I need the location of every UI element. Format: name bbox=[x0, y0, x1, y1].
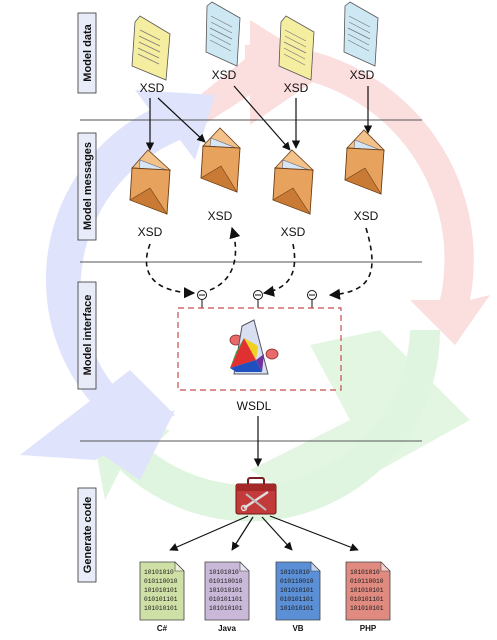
code-line: 101010101 bbox=[350, 605, 384, 612]
code-line: 101010101 bbox=[350, 587, 384, 594]
port-icon bbox=[253, 290, 263, 308]
xsd-label: XSD bbox=[212, 68, 237, 82]
code-line: 10101010 bbox=[144, 569, 174, 576]
xsd-label: XSD bbox=[281, 225, 306, 239]
code-line: 10101010 bbox=[280, 569, 310, 576]
code-line: 010110010 bbox=[350, 578, 384, 585]
arrow bbox=[231, 516, 254, 551]
message-envelope-1: XSD bbox=[129, 149, 172, 239]
generated-code-files: 10101010 010110010 101010101 010101101 10101… bbox=[139, 561, 391, 633]
code-line: 101010101 bbox=[144, 587, 178, 594]
envelope-icon bbox=[272, 149, 315, 215]
xsd-label: XSD bbox=[138, 225, 163, 239]
code-line: 101010101 bbox=[280, 587, 314, 594]
lane-separators bbox=[80, 119, 422, 442]
language-label: PHP bbox=[360, 624, 377, 633]
toolbox-to-file-arrows bbox=[169, 515, 359, 552]
language-label: C# bbox=[157, 624, 168, 633]
code-line: 10101010 bbox=[209, 569, 239, 576]
lane-label-text: Generate code bbox=[82, 497, 94, 573]
code-file-1: 10101010 010110010 101010101 010101101 10101… bbox=[139, 561, 185, 633]
wsdl-label: WSDL bbox=[237, 399, 272, 413]
envelope-icon bbox=[200, 127, 242, 193]
message-envelope-4: XSD bbox=[344, 129, 386, 223]
lane-label-text: Model interface bbox=[82, 295, 94, 376]
lane-label-generate-code: Generate code bbox=[77, 487, 97, 583]
xsd-document-3: XSD bbox=[278, 15, 315, 95]
lane-label-model-interface: Model interface bbox=[77, 281, 97, 390]
arrow bbox=[157, 97, 206, 143]
message-to-interface-arrows bbox=[145, 226, 373, 300]
code-line: 010101101 bbox=[280, 596, 314, 603]
arrow bbox=[262, 243, 296, 297]
xsd-document-4: XSD bbox=[343, 1, 379, 82]
language-label: Java bbox=[218, 624, 236, 633]
message-envelope-2: XSD bbox=[200, 127, 242, 223]
xsd-label: XSD bbox=[350, 68, 375, 82]
code-file-icon bbox=[345, 561, 391, 621]
xsd-label: XSD bbox=[208, 209, 233, 223]
envelope-icon bbox=[129, 149, 172, 215]
arrow bbox=[233, 85, 291, 151]
code-line: 101010101 bbox=[209, 587, 243, 594]
xsd-label: XSD bbox=[140, 81, 165, 95]
lane-label-model-messages: Model messages bbox=[77, 132, 97, 241]
interface-ports bbox=[197, 290, 317, 308]
code-line: 010101101 bbox=[209, 596, 243, 603]
document-icon bbox=[278, 15, 315, 81]
arrow bbox=[328, 227, 373, 300]
toolbox-icon bbox=[235, 477, 277, 515]
xsd-document-1: XSD bbox=[131, 15, 171, 95]
document-icon bbox=[343, 1, 379, 67]
arrow bbox=[209, 226, 241, 291]
lane-label-text: Model messages bbox=[82, 142, 94, 230]
code-file-2: 10101010 010110010 101010101 010101101 10101… bbox=[204, 561, 250, 633]
code-line: 010101101 bbox=[144, 596, 178, 603]
code-line: 010110010 bbox=[280, 578, 314, 585]
cycle-arrow-blue-tail bbox=[20, 370, 175, 460]
code-line: 101010101 bbox=[209, 605, 243, 612]
arrow bbox=[145, 243, 196, 299]
lane-label-model-data: Model data bbox=[77, 12, 97, 94]
document-icon bbox=[205, 1, 241, 67]
document-icon bbox=[131, 15, 171, 81]
code-line: 010110010 bbox=[209, 578, 243, 585]
data-to-message-arrows bbox=[145, 85, 373, 151]
code-file-icon bbox=[139, 561, 185, 621]
lane-label-text: Model data bbox=[82, 23, 94, 81]
port-icon bbox=[307, 290, 317, 308]
code-file-4: 10101010 010110010 101010101 010101101 10101… bbox=[345, 561, 391, 633]
code-file-3: 10101010 010110010 101010101 010101101 10101… bbox=[275, 561, 321, 633]
code-line: 010101101 bbox=[350, 596, 384, 603]
interface-boundary-box bbox=[177, 307, 342, 391]
xsd-label: XSD bbox=[354, 209, 379, 223]
background-cycle-arrows bbox=[20, 20, 490, 522]
wsdl-icon bbox=[229, 319, 279, 375]
envelope-icon bbox=[344, 129, 386, 195]
xsd-document-2: XSD bbox=[205, 1, 241, 82]
language-label: VB bbox=[292, 624, 303, 633]
port-icon bbox=[197, 290, 207, 308]
cycle-arrow-green-body bbox=[250, 330, 470, 500]
code-line: 010110010 bbox=[144, 578, 178, 585]
arrow bbox=[169, 515, 249, 551]
message-envelope-3: XSD bbox=[272, 149, 315, 239]
code-file-icon bbox=[204, 561, 250, 621]
xsd-label: XSD bbox=[284, 81, 309, 95]
code-line: 10101010 bbox=[350, 569, 380, 576]
arrow bbox=[269, 515, 359, 552]
code-file-icon bbox=[275, 561, 321, 621]
code-line: 101010101 bbox=[280, 605, 314, 612]
code-line: 101010101 bbox=[144, 605, 178, 612]
arrow bbox=[261, 516, 293, 551]
